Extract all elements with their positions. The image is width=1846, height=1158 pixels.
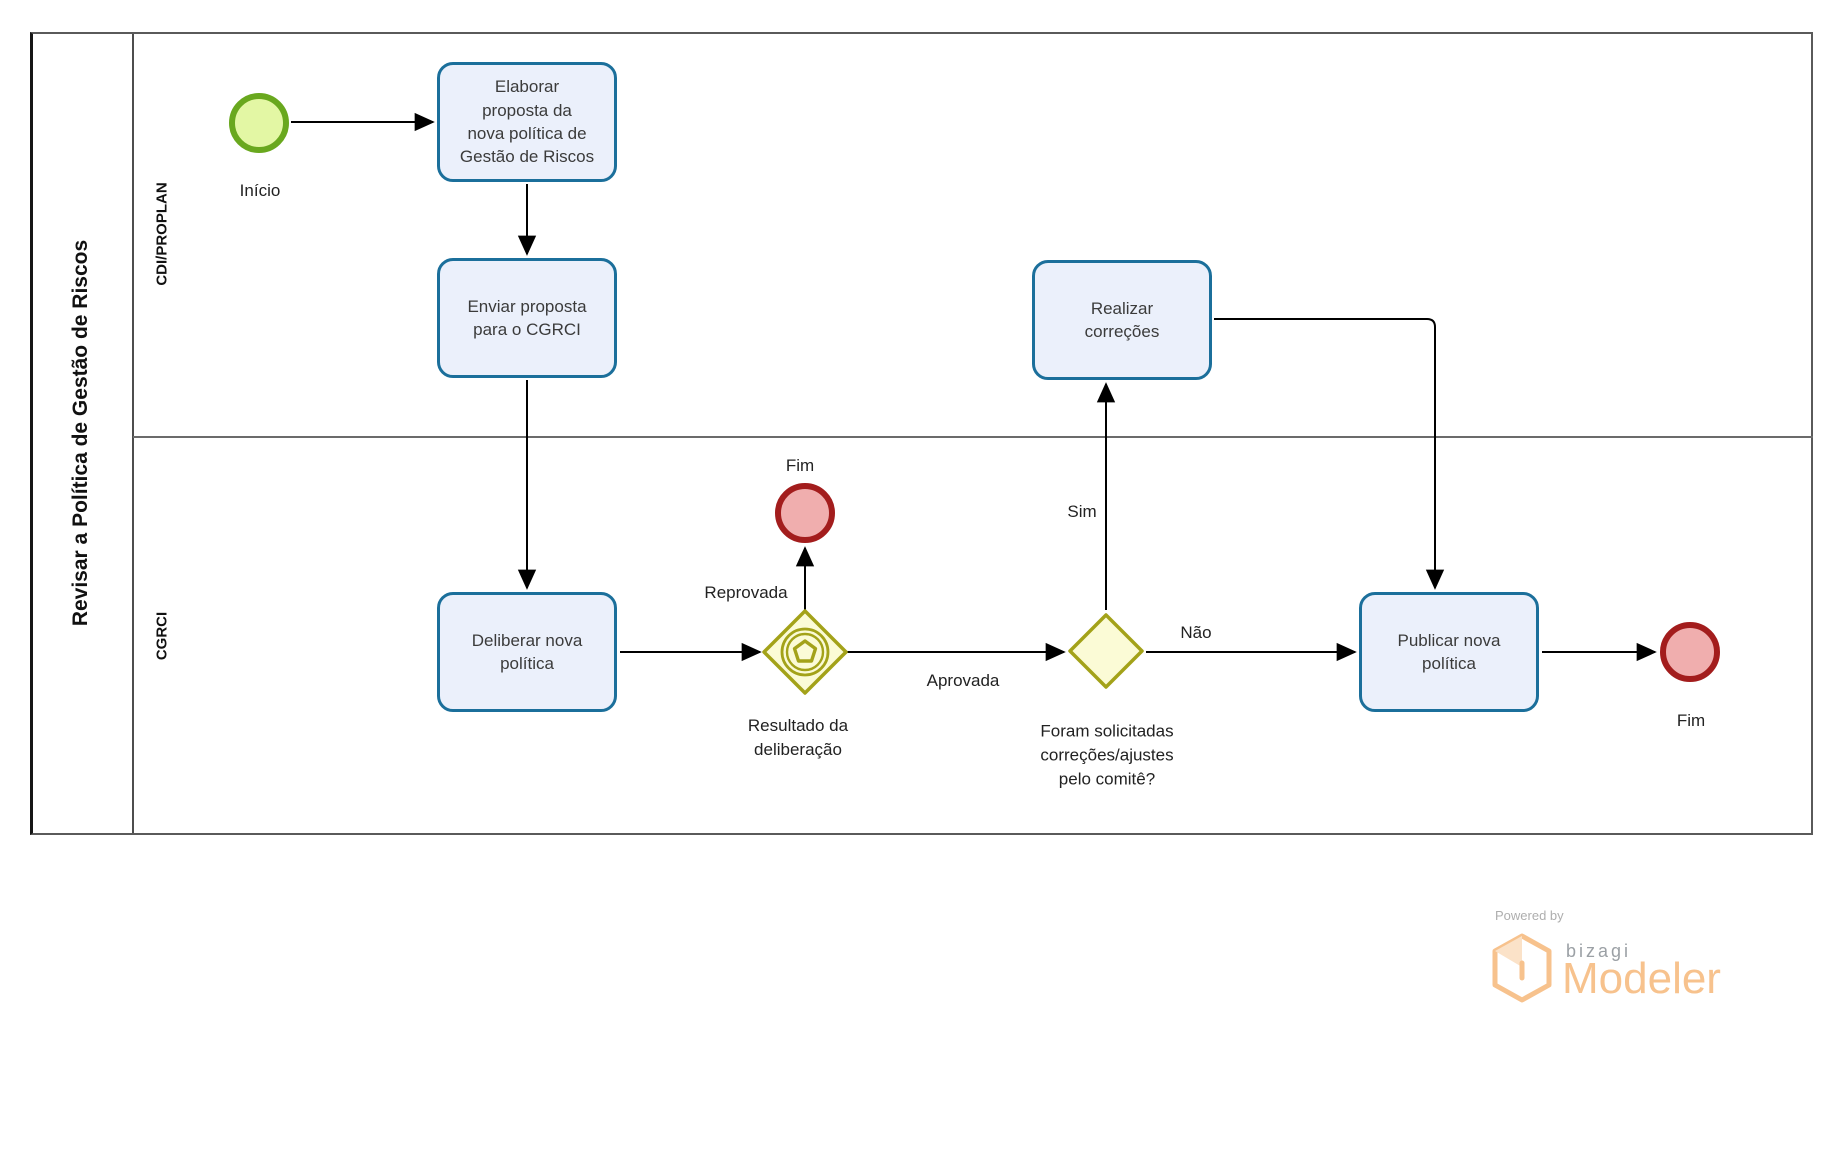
pool-title-band[interactable] [33, 34, 134, 833]
bizagi-wordmark: bizagi [1566, 941, 1632, 961]
flow-label-sim: Sim [1067, 502, 1097, 522]
end-event-reprovada-label: Fim [785, 456, 815, 476]
start-event[interactable] [229, 93, 289, 153]
pool-title: Revisar a Política de Gestão de Riscos [69, 239, 92, 627]
event-gateway-outer-circle-icon [780, 627, 830, 677]
start-event-label: Início [239, 181, 281, 201]
gateway-resultado-label: Resultado da deliberação [747, 716, 849, 759]
pool-revisar-politica[interactable] [30, 32, 1813, 835]
task-publicar-politica[interactable]: Publicar nova política [1359, 592, 1539, 712]
modeler-wordmark: Modeler [1562, 954, 1721, 1003]
powered-by-text: Powered by [1495, 908, 1564, 923]
lane-label-cdi-proplan: CDI/PROPLAN [153, 182, 171, 286]
lane-label-cgrci: CGRCI [153, 611, 171, 661]
flow-label-aprovada: Aprovada [926, 671, 1000, 691]
flow-realizar-to-publicar[interactable] [1214, 318, 1445, 590]
task-deliberar-politica[interactable]: Deliberar nova política [437, 592, 617, 712]
gateway-diamond [1068, 613, 1144, 689]
lane-divider [133, 436, 1813, 438]
gateway-foram-solicitadas-correcoes[interactable] [1066, 611, 1146, 691]
gateway-correcoes-label: Foram solicitadas correções/ajustes pelo… [1040, 721, 1174, 788]
task-elaborar-proposta[interactable]: Elaborar proposta da nova política de Ge… [437, 62, 617, 182]
end-event-final[interactable] [1660, 622, 1720, 682]
flow-label-reprovada: Reprovada [704, 583, 788, 603]
flow-label-nao: Não [1180, 623, 1212, 643]
bizagi-hexagon-fold [1495, 936, 1522, 967]
gateway-diamond [762, 609, 848, 695]
end-event-reprovada[interactable] [775, 483, 835, 543]
end-event-final-label: Fim [1676, 711, 1706, 731]
task-realizar-correcoes[interactable]: Realizar correções [1032, 260, 1212, 380]
gateway-resultado-deliberacao[interactable] [760, 607, 850, 697]
bizagi-logo-icon [1492, 933, 1552, 1003]
task-enviar-proposta[interactable]: Enviar proposta para o CGRCI [437, 258, 617, 378]
event-gateway-inner-circle-icon [785, 632, 825, 672]
event-gateway-pentagon-icon [792, 639, 818, 663]
